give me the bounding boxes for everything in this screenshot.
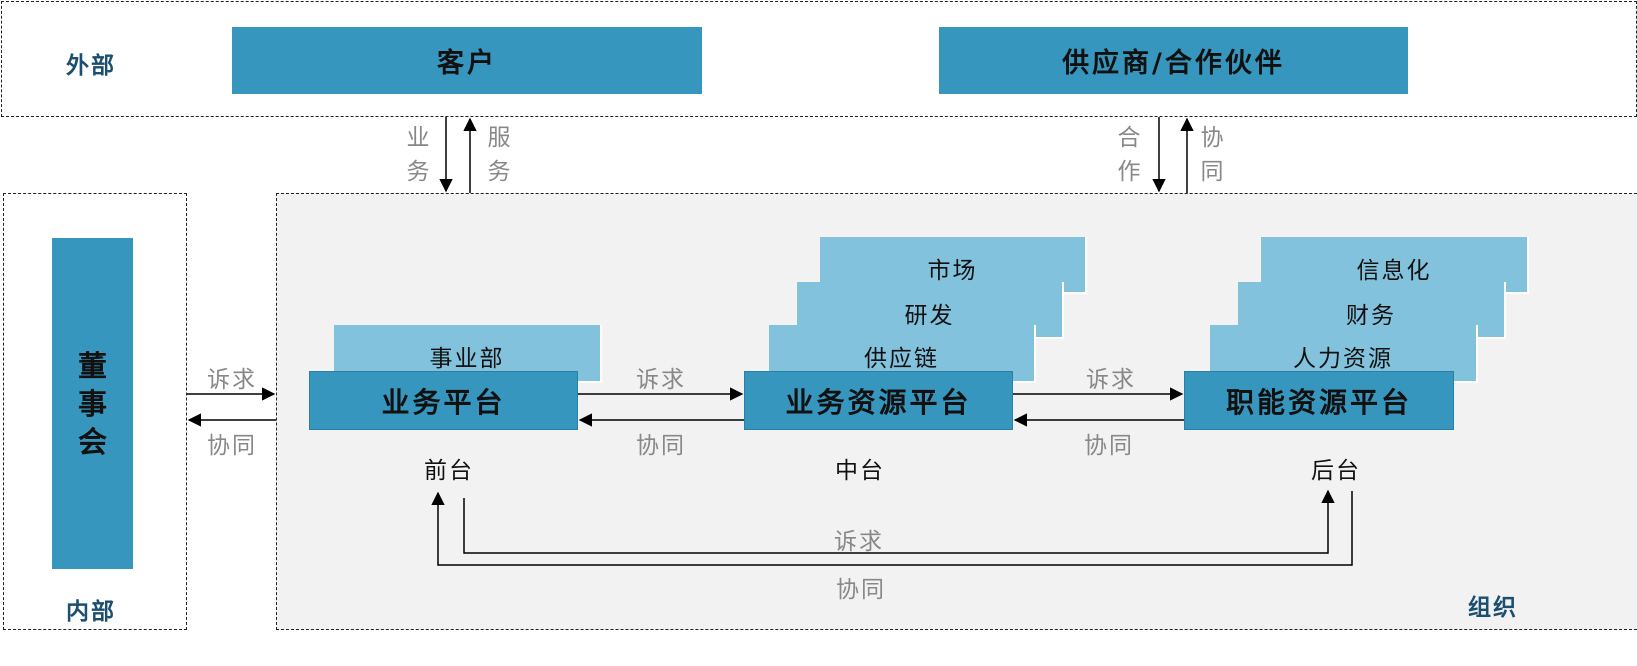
cooperation-vertical-label: 合 作	[1115, 121, 1143, 189]
cooperation-char-2: 作	[1117, 159, 1141, 185]
service-vertical-label: 服 务	[485, 121, 513, 189]
external-label: 外部	[66, 53, 116, 79]
front-back-request-label: 诉求	[834, 529, 884, 555]
middle-back-collab-label: 协同	[1084, 433, 1134, 459]
business-char-2: 务	[406, 159, 430, 185]
front-back-collab-label: 协同	[836, 577, 886, 603]
collab-char-1: 协	[1200, 125, 1224, 151]
board-char-2: 事	[77, 386, 107, 421]
supplier-partner-box: 供应商/合作伙伴	[939, 27, 1408, 94]
front-middle-request-label: 诉求	[636, 367, 686, 393]
middle-tier-label: 中台	[835, 458, 885, 484]
internal-frame	[3, 193, 187, 630]
business-char-1: 业	[406, 125, 430, 151]
front-tier-label: 前台	[424, 458, 474, 484]
cooperation-char-1: 合	[1117, 125, 1141, 151]
front-middle-collab-label: 协同	[636, 433, 686, 459]
board-char-1: 董	[77, 348, 107, 383]
internal-label: 内部	[66, 599, 116, 625]
back-tier-label: 后台	[1311, 458, 1361, 484]
business-vertical-label: 业 务	[404, 121, 432, 189]
service-char-1: 服	[487, 125, 511, 151]
function-resource-platform: 职能资源平台	[1184, 371, 1454, 430]
customer-box: 客户	[232, 27, 702, 94]
arrow-front-back-collab	[431, 491, 1353, 566]
board-request-label: 诉求	[207, 367, 257, 393]
middle-back-request-label: 诉求	[1086, 367, 1136, 393]
arrow-front-back-request	[463, 489, 1335, 554]
collab-char-2: 同	[1200, 159, 1224, 185]
business-platform: 业务平台	[309, 371, 578, 430]
organization-label: 组织	[1468, 595, 1518, 621]
board-char-3: 会	[77, 424, 107, 459]
business-resource-platform: 业务资源平台	[744, 371, 1013, 430]
service-char-2: 务	[487, 159, 511, 185]
collab-vertical-label: 协 同	[1198, 121, 1226, 189]
board-box: 董 事 会	[52, 238, 133, 569]
board-collab-label: 协同	[207, 433, 257, 459]
